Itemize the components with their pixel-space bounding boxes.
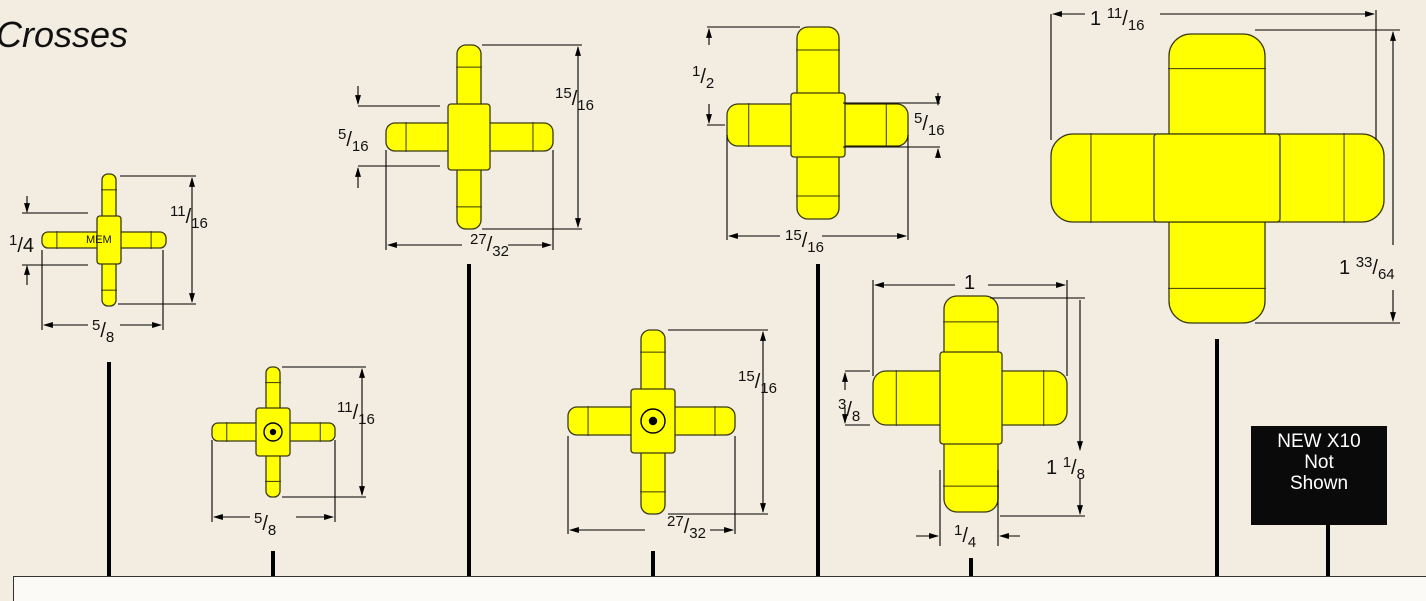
dim-label: 11/16	[170, 203, 208, 232]
cross-fitting-xl	[726, 26, 909, 220]
cross-fitting-mem	[41, 173, 167, 307]
cross-fitting-ported	[211, 366, 336, 498]
catalog-table-strip	[13, 576, 1426, 601]
dimension-lines	[22, 10, 1400, 546]
cross-fitting-large-ported	[567, 329, 736, 515]
badge-line: Shown	[1289, 473, 1349, 494]
fitting-hub	[790, 92, 846, 158]
dim-label: 5/8	[254, 510, 277, 539]
parts-layer	[41, 26, 1385, 515]
page-title: Crosses	[0, 14, 129, 55]
dim-label: 5/16	[914, 110, 945, 139]
dim-label: 15/16	[785, 227, 824, 256]
dim-label: 1/2	[692, 63, 715, 92]
badge-line: Not	[1304, 452, 1334, 473]
cross-fitting-xxl	[1050, 33, 1385, 324]
port-ring	[263, 422, 283, 442]
dim-label: 1 1/8	[1046, 454, 1085, 483]
dim-label: 11/16	[337, 399, 375, 428]
fitting-hub	[939, 351, 1003, 445]
fitting-hub	[96, 215, 122, 265]
cross-fitting-large	[385, 44, 554, 230]
port-dot	[648, 416, 658, 426]
dim-label: 5/8	[92, 317, 115, 346]
dim-label: 15/16	[738, 368, 777, 397]
dim-label: 27/32	[667, 513, 706, 542]
dim-label: 1/4	[9, 232, 35, 257]
dim-label: 1 11/16	[1090, 5, 1145, 34]
dim-label: 3/8	[838, 396, 861, 425]
dim-label: 1	[964, 272, 976, 294]
port-ring	[640, 408, 666, 434]
dim-label: 15/16	[555, 85, 594, 114]
dim-label: 1 33/64	[1339, 254, 1395, 283]
port-dot	[269, 428, 277, 436]
dim-label: 27/32	[470, 231, 509, 260]
cross-fitting-1in	[872, 295, 1068, 513]
dim-label: 5/16	[338, 126, 369, 155]
badge-line: NEW X10	[1277, 431, 1361, 452]
fitting-hub	[447, 103, 491, 171]
part-marking: MEM	[86, 234, 112, 246]
fitting-hub	[1153, 133, 1281, 223]
new-x10-badge: NEW X10 Not Shown	[1251, 426, 1387, 525]
dim-label: 1/4	[954, 522, 977, 551]
